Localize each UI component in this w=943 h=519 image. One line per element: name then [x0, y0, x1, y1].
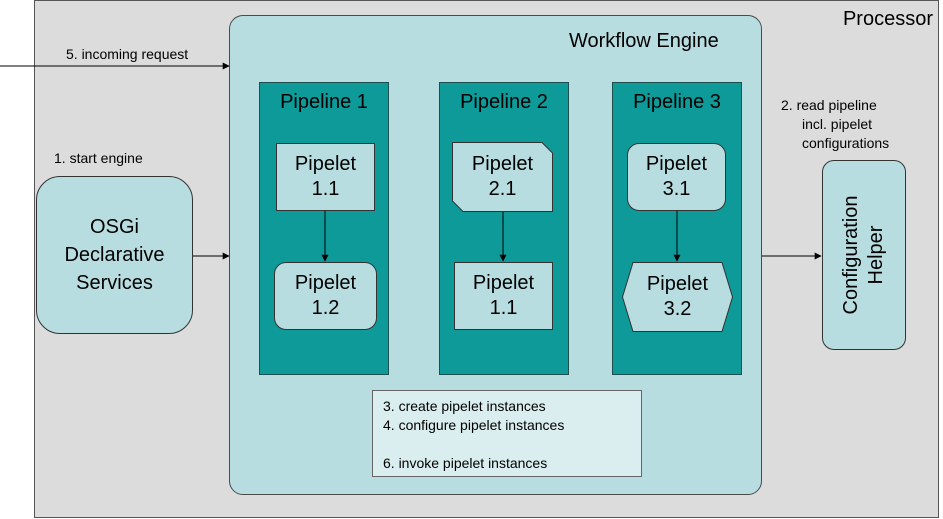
- pipelet-label: Pipelet: [646, 273, 709, 295]
- step-6-text: 6. invoke pipelet instances: [383, 455, 548, 471]
- step-4-text: 4. configure pipelet instances: [383, 417, 565, 433]
- note-start-engine: 1. start engine: [54, 150, 143, 166]
- osgi-line-2: Declarative: [64, 244, 165, 266]
- pipeline-2-pipelet-2: Pipelet 1.1: [454, 262, 553, 330]
- pipeline-3-pipelet-1: Pipelet 3.1: [627, 143, 726, 211]
- pipelet-number: 1.2: [311, 297, 340, 319]
- pipelet-number: 3.1: [662, 178, 691, 200]
- osgi-declarative-services-node: OSGi Declarative Services: [36, 176, 193, 334]
- pipeline-3-pipelet-2-shape: [622, 262, 733, 332]
- pipelet-number: 1.1: [489, 297, 518, 319]
- pipeline-1-title: Pipeline 1: [280, 91, 368, 113]
- note-read-line-2: incl. pipelet: [802, 116, 873, 132]
- pipelet-label: Pipelet: [294, 272, 357, 294]
- note-read-pipeline: 2. read pipeline incl. pipelet configura…: [781, 96, 889, 153]
- pipelet-label: Pipelet: [472, 272, 535, 294]
- step-3-text: 3. create pipelet instances: [383, 398, 546, 414]
- osgi-line-3: Services: [76, 272, 153, 294]
- pipeline-3-pipelet-2: Pipelet 3.2: [622, 262, 733, 332]
- instance-steps-box: 3. create pipelet instances 4. configure…: [372, 390, 642, 477]
- processor-label: Processor: [842, 8, 933, 30]
- pipeline-1-pipelet-1: Pipelet 1.1: [276, 143, 375, 211]
- pipelet-number: 3.2: [663, 298, 692, 320]
- note-read-line-1: 2. read pipeline: [781, 97, 877, 113]
- pipelet-label: Pipelet: [645, 153, 708, 175]
- pipelet-label: Pipelet: [471, 153, 534, 175]
- note-read-line-3: configurations: [802, 135, 890, 151]
- workflow-engine-label: Workflow Engine: [569, 30, 719, 52]
- pipelet-number: 2.1: [488, 178, 517, 200]
- pipeline-2-title: Pipeline 2: [460, 91, 548, 113]
- pipeline-1-pipelet-2: Pipelet 1.2: [274, 262, 377, 330]
- osgi-line-1: OSGi: [90, 216, 139, 238]
- note-incoming-request: 5. incoming request: [66, 46, 189, 62]
- configuration-helper-node: Configuration Helper: [822, 160, 906, 350]
- pipelet-number: 1.1: [311, 178, 340, 200]
- pipeline-2-pipelet-1-shape: [452, 142, 553, 212]
- pipelet-label: Pipelet: [294, 153, 357, 175]
- pipeline-2-pipelet-1: Pipelet 2.1: [452, 142, 553, 212]
- pipeline-3-title: Pipeline 3: [633, 91, 721, 113]
